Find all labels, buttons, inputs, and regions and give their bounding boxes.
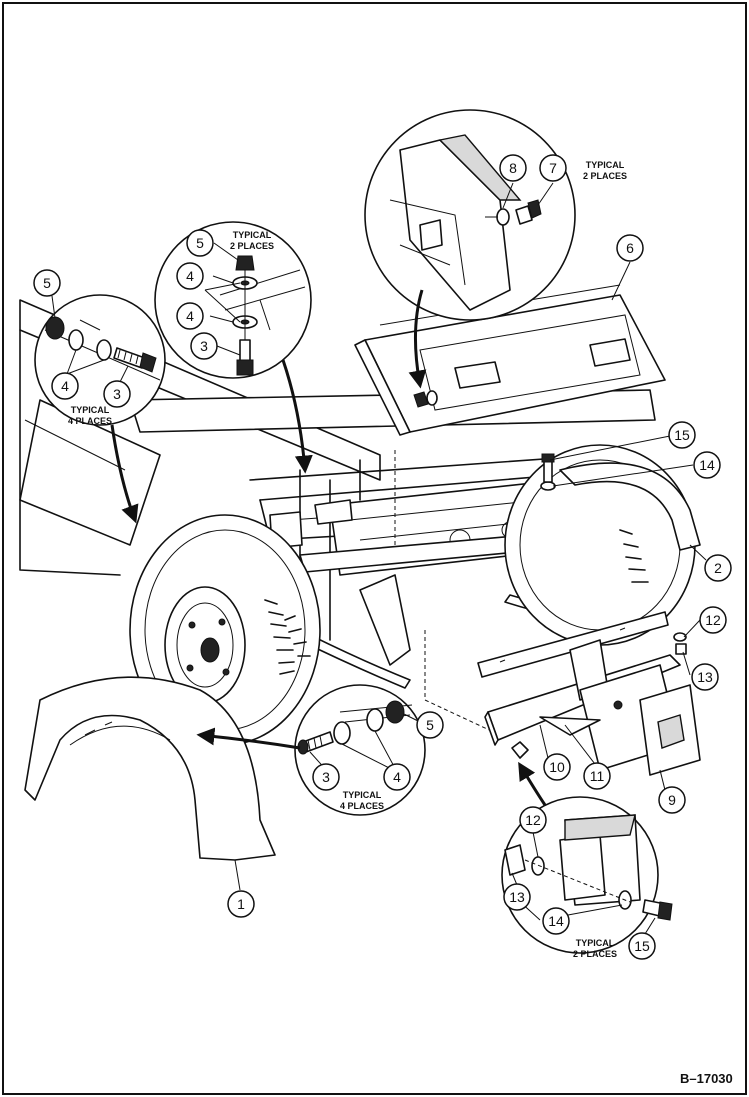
svg-text:3: 3	[200, 338, 208, 354]
callout-15-top: 15	[668, 421, 696, 449]
svg-text:14: 14	[699, 457, 715, 473]
svg-text:9: 9	[668, 792, 676, 808]
callout-8-top: 8	[499, 154, 527, 182]
svg-text:4: 4	[186, 308, 194, 324]
callout-4-left: 4	[51, 372, 79, 400]
svg-text:4: 4	[61, 378, 69, 394]
callout-9: 9	[658, 786, 686, 814]
callout-12-bottom: 12	[519, 806, 547, 834]
detail-arrow-left	[110, 424, 139, 524]
callout-13-right: 13	[691, 663, 719, 691]
callout-4-mid-b: 4	[176, 302, 204, 330]
svg-text:12: 12	[705, 612, 721, 628]
callout-3-left: 3	[103, 380, 131, 408]
callout-4-lower: 4	[383, 763, 411, 791]
callout-3-mid: 3	[190, 332, 218, 360]
rear-bumper	[354, 284, 666, 436]
svg-text:15: 15	[674, 427, 690, 443]
callout-7-top: 7	[539, 154, 567, 182]
svg-text:10: 10	[549, 759, 565, 775]
callout-4-mid-a: 4	[176, 262, 204, 290]
detail-arrow-hitch	[518, 761, 547, 806]
right-fender	[559, 462, 701, 551]
callout-6: 6	[616, 234, 644, 262]
callout-13-bottom: 13	[503, 883, 531, 911]
tire-tread	[264, 599, 311, 675]
svg-text:15: 15	[634, 938, 650, 954]
svg-text:7: 7	[549, 160, 557, 176]
left-fender	[24, 676, 276, 861]
figure-id: B–17030	[680, 1071, 733, 1086]
callout-5-lower: 5	[416, 711, 444, 739]
note-second-line: 2 PLACES	[583, 171, 627, 181]
note-second-line: 4 PLACES	[68, 416, 112, 426]
hitch-hardware	[511, 453, 687, 759]
detail-circle-bumper-mount	[364, 109, 576, 321]
detail-arrow-fender	[196, 727, 301, 750]
detail-circle-hitch-mount	[501, 796, 673, 954]
hitch-assembly	[477, 611, 701, 776]
svg-text:5: 5	[43, 275, 51, 291]
svg-text:11: 11	[590, 768, 605, 784]
callout-3-lower: 3	[312, 763, 340, 791]
svg-text:3: 3	[322, 769, 330, 785]
svg-text:13: 13	[697, 669, 713, 685]
svg-text:12: 12	[525, 812, 541, 828]
callout-14-top: 14	[693, 451, 721, 479]
svg-text:2: 2	[714, 560, 722, 576]
svg-text:8: 8	[509, 160, 517, 176]
callout-5-mid: 5	[186, 229, 214, 257]
svg-text:3: 3	[113, 386, 121, 402]
callout-15-bottom: 15	[628, 932, 656, 960]
svg-text:4: 4	[186, 268, 194, 284]
svg-text:14: 14	[548, 913, 564, 929]
svg-text:5: 5	[426, 717, 434, 733]
callout-10: 10	[543, 753, 571, 781]
detail-arrow-bumper	[408, 289, 427, 389]
svg-text:4: 4	[393, 769, 401, 785]
callout-14-bottom: 14	[542, 907, 570, 935]
callout-1: 1	[227, 890, 255, 918]
note-second-line: 4 PLACES	[340, 801, 384, 811]
note-top-line: TYPICAL	[586, 160, 625, 170]
svg-text:1: 1	[237, 896, 245, 912]
note-second-line: 2 PLACES	[230, 241, 274, 251]
svg-text:6: 6	[626, 240, 634, 256]
callout-5-left: 5	[33, 269, 61, 297]
note-second-line: 2 PLACES	[573, 949, 617, 959]
callout-2: 2	[704, 554, 732, 582]
detail-arrow-top	[281, 359, 313, 474]
callout-11: 11	[583, 762, 611, 790]
bumper-bolt	[413, 390, 438, 408]
callout-12-right: 12	[699, 606, 727, 634]
svg-text:13: 13	[509, 889, 525, 905]
svg-text:5: 5	[196, 235, 204, 251]
